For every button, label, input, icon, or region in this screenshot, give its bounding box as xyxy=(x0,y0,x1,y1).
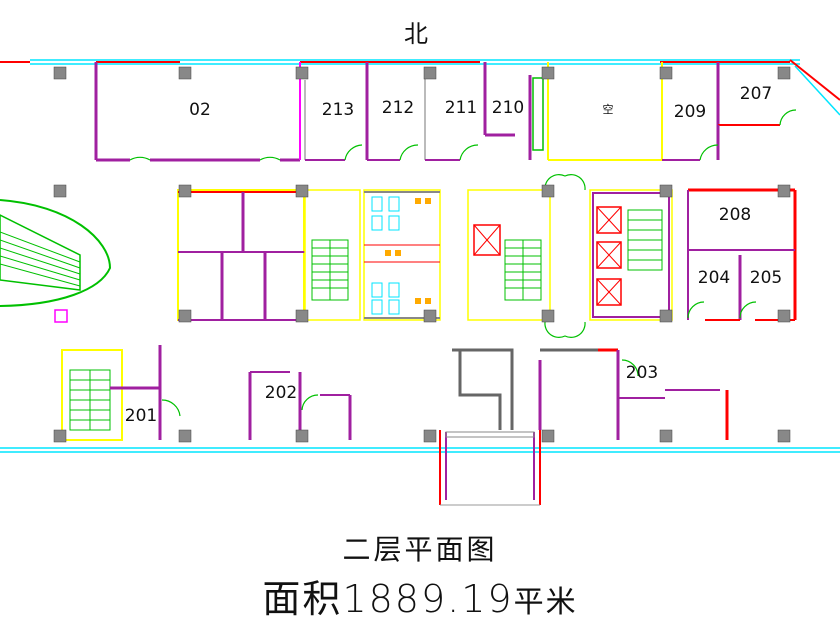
room-label-205: 205 xyxy=(750,268,782,288)
room-label-204: 204 xyxy=(698,268,730,288)
room-label-209: 209 xyxy=(674,102,706,122)
columns xyxy=(53,66,791,443)
room-label-207: 207 xyxy=(740,84,772,104)
area-line: 面积1889.19平米 xyxy=(0,568,840,623)
room-label-211: 211 xyxy=(445,98,477,118)
north-rooms xyxy=(94,62,797,162)
room-label-02: 02 xyxy=(189,100,211,120)
room-label-202: 202 xyxy=(265,383,297,403)
south-rooms xyxy=(61,345,729,441)
room-label-203: 203 xyxy=(626,363,658,383)
room-label-208: 208 xyxy=(719,205,751,225)
central-core xyxy=(177,174,797,338)
atrium-escalator xyxy=(0,199,112,323)
north-facade xyxy=(0,59,840,116)
room-label-kong: 空 xyxy=(603,102,614,116)
room-label-201: 201 xyxy=(125,406,157,426)
room-label-212: 212 xyxy=(382,98,414,118)
area-prefix: 面积 xyxy=(262,577,343,621)
area-unit: 平米 xyxy=(513,585,578,620)
room-labels: 02 213 212 211 210 空 209 207 208 204 205… xyxy=(125,84,782,426)
room-label-213: 213 xyxy=(322,100,354,120)
area-value: 1889.19 xyxy=(342,577,514,621)
floor-plan-title: 二层平面图 xyxy=(342,533,498,566)
room-label-210: 210 xyxy=(492,98,524,118)
north-indicator: 北 xyxy=(404,20,428,48)
south-facade xyxy=(0,430,840,506)
